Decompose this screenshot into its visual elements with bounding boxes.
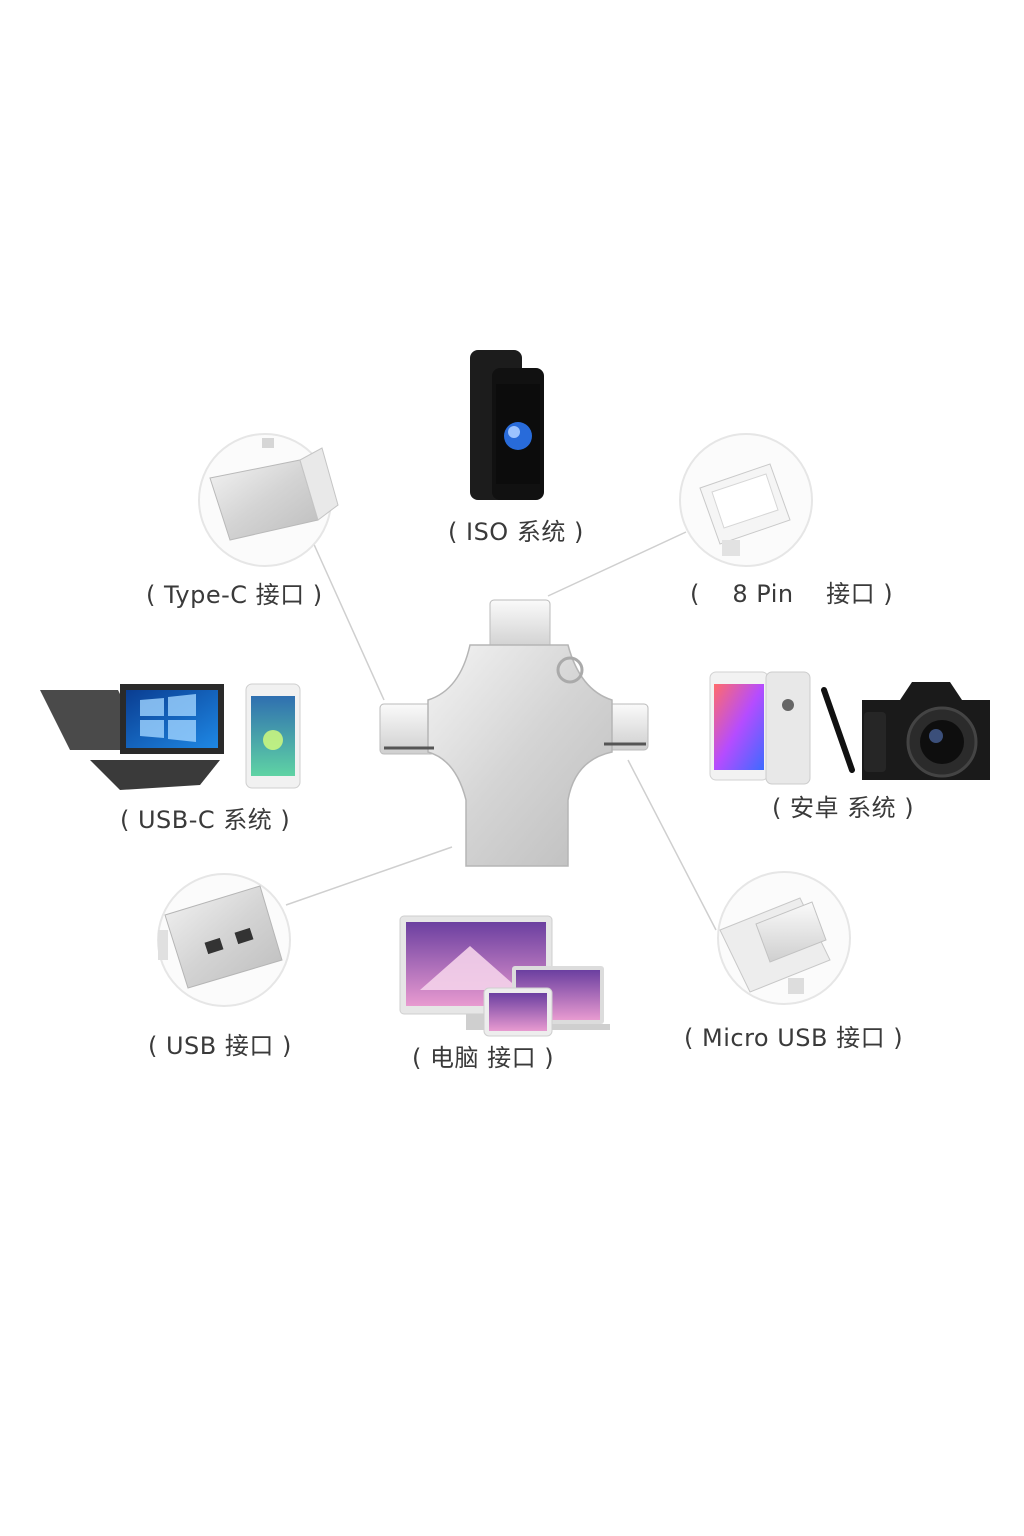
monitor-icon [399, 915, 610, 1037]
label-usb-port: ( USB 接口 ) [148, 1032, 292, 1060]
smartphone-icon [470, 350, 544, 500]
label-micro-usb-port: ( Micro USB 接口 ) [684, 1024, 903, 1052]
label-type-c-port: ( Type-C 接口 ) [146, 581, 323, 609]
label-android-system: ( 安卓 系统 ) [772, 794, 914, 822]
leader-lines [285, 531, 717, 931]
flash-drive-icon [379, 599, 649, 867]
laptop-icon [40, 684, 224, 790]
label-computer-port: ( 电脑 接口 ) [412, 1044, 554, 1072]
android-phone-icon [245, 683, 301, 789]
label-8pin-port: ( 8 Pin 接口 ) [690, 580, 893, 608]
lightning-connector-icon [679, 433, 813, 567]
usb-a-connector-icon [157, 873, 291, 1007]
micro-usb-connector-icon [717, 871, 851, 1005]
stylus-icon [821, 687, 855, 773]
label-usb-c-system: ( USB-C 系统 ) [120, 806, 290, 834]
label-ios-system: ( ISO 系统 ) [448, 518, 584, 546]
type-c-connector-icon [198, 433, 339, 567]
android-phone-icon [709, 671, 811, 785]
camera-icon [862, 682, 990, 780]
